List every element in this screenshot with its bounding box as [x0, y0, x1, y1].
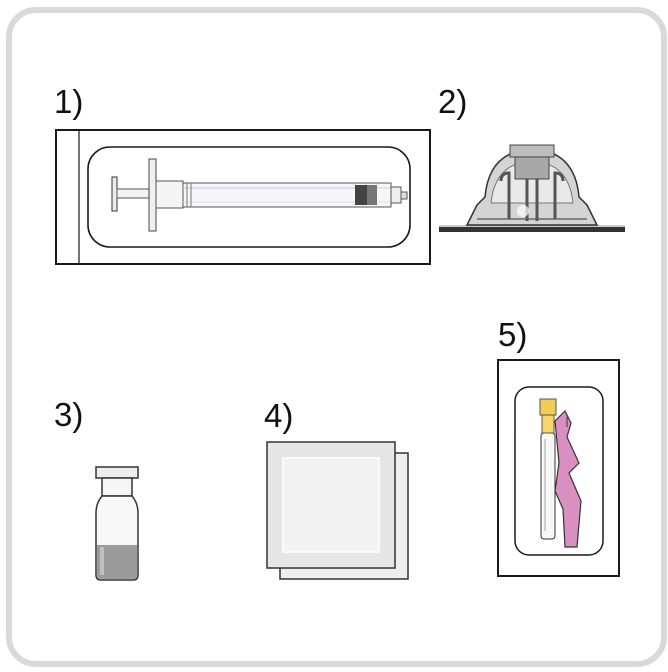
item-2-label: 2) [438, 83, 468, 120]
item-3-vial [92, 465, 144, 583]
item-4-label: 4) [264, 397, 294, 434]
item-4-swabs [265, 440, 411, 582]
diagram-frame: 1) 2) [6, 7, 667, 667]
item-5-needle [497, 359, 623, 579]
item-1-syringe [55, 129, 431, 265]
item-2-vial-adapter [437, 141, 627, 237]
vial-adapter-icon [439, 144, 625, 232]
needle-icon [497, 359, 620, 577]
syringe-icon [55, 129, 431, 265]
item-3-label: 3) [54, 396, 84, 433]
item-1-label: 1) [54, 83, 84, 120]
item-5-label: 5) [498, 316, 528, 353]
swab-icon [266, 441, 409, 580]
vial-icon [95, 466, 139, 581]
